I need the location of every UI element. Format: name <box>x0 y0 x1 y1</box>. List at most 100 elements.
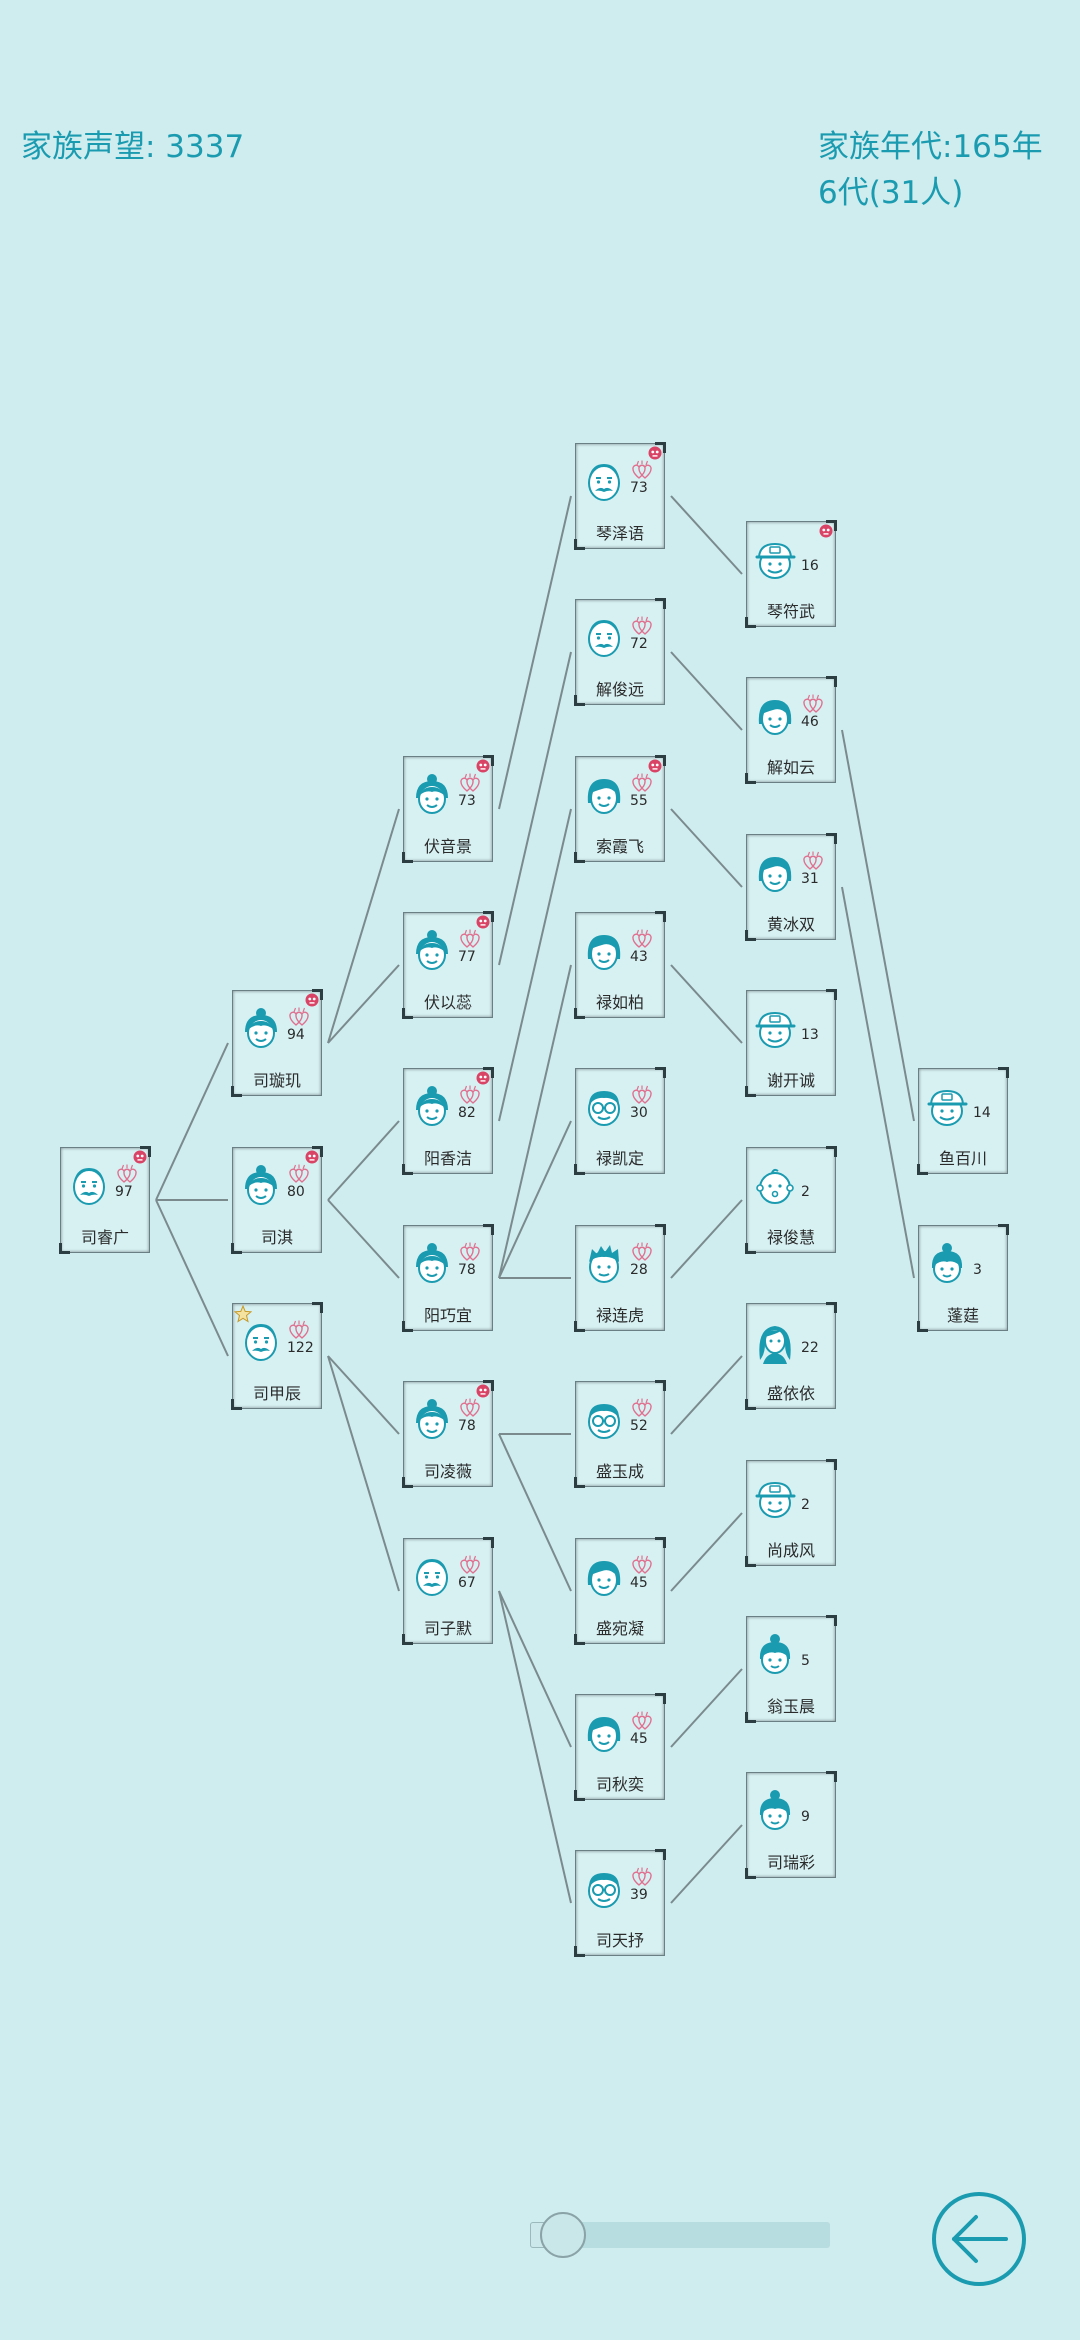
member-age: 122 <box>287 1340 314 1356</box>
married-hearts-icon <box>632 1867 652 1886</box>
member-name: 禄俊慧 <box>766 1228 815 1247</box>
skull-icon <box>476 915 490 929</box>
married-hearts-icon <box>632 1398 652 1417</box>
skull-icon <box>476 1384 490 1398</box>
family-member-card[interactable]: 2 禄俊慧 <box>745 1146 837 1254</box>
member-name: 司睿广 <box>80 1228 129 1247</box>
member-name: 司秋奕 <box>595 1775 644 1794</box>
tree-link <box>670 808 743 888</box>
member-age: 77 <box>458 949 476 965</box>
member-name: 解如云 <box>766 758 815 777</box>
woman-short-hair-icon <box>587 935 621 970</box>
tree-link <box>670 1355 743 1435</box>
member-name: 盛依依 <box>766 1384 815 1403</box>
woman-bun-icon <box>245 1008 277 1048</box>
member-age: 2 <box>801 1184 810 1200</box>
married-hearts-icon <box>632 1711 652 1730</box>
skull-icon <box>305 993 319 1007</box>
family-member-card[interactable]: 78 司凌薇 <box>402 1380 494 1488</box>
member-name: 盛玉成 <box>595 1462 644 1481</box>
tree-link <box>155 1042 229 1201</box>
girl-bun-icon <box>759 1634 791 1674</box>
arrow-left-icon <box>932 2192 1026 2286</box>
married-hearts-icon <box>632 773 652 792</box>
family-member-card[interactable]: 97 司睿广 <box>59 1146 151 1254</box>
tree-link <box>670 651 743 731</box>
member-age: 55 <box>630 793 648 809</box>
married-hearts-icon <box>460 1085 480 1104</box>
woman-bun-icon <box>416 1086 448 1126</box>
member-name: 尚成风 <box>766 1541 815 1560</box>
skull-icon <box>648 446 662 460</box>
tree-link <box>670 1824 743 1904</box>
member-age: 39 <box>630 1887 648 1903</box>
man-glasses-icon <box>588 1873 620 1908</box>
member-age: 9 <box>801 1809 810 1825</box>
member-age: 5 <box>801 1653 810 1669</box>
woman-short-hair-icon <box>758 700 792 735</box>
member-age: 73 <box>630 480 648 496</box>
tree-link <box>670 1668 743 1748</box>
married-hearts-icon <box>632 616 652 635</box>
zoom-slider[interactable] <box>530 2212 830 2258</box>
boy-cap-icon <box>755 1481 796 1518</box>
star-icon <box>234 1305 252 1323</box>
married-hearts-icon <box>632 1085 652 1104</box>
woman-short-hair-icon <box>587 1561 621 1596</box>
member-name: 司璇玑 <box>252 1071 301 1090</box>
married-hearts-icon <box>632 1555 652 1574</box>
member-age: 97 <box>115 1184 133 1200</box>
woman-bun-icon <box>416 1243 448 1283</box>
tree-link <box>841 886 915 1279</box>
married-hearts-icon <box>632 1242 652 1261</box>
family-years-label: 家族年代:165年 <box>818 129 1043 165</box>
woman-bun-icon <box>416 774 448 814</box>
member-name: 司天抒 <box>595 1931 644 1950</box>
family-member-card[interactable]: 39 司天抒 <box>574 1849 666 1957</box>
member-age: 31 <box>801 871 819 887</box>
back-button[interactable] <box>930 2190 1028 2288</box>
zoom-slider-thumb[interactable] <box>540 2212 586 2258</box>
member-age: 72 <box>630 636 648 652</box>
old-man-mustache-icon <box>73 1167 105 1205</box>
member-name: 司凌薇 <box>423 1462 472 1481</box>
girl-bun-icon <box>931 1243 963 1283</box>
member-age: 80 <box>287 1184 305 1200</box>
woman-bun-icon <box>416 930 448 970</box>
member-age: 78 <box>458 1418 476 1434</box>
man-glasses-icon <box>588 1091 620 1126</box>
member-name: 阳香洁 <box>423 1149 472 1168</box>
member-name: 琴符武 <box>766 602 815 621</box>
family-member-card[interactable]: 2 尚成风 <box>745 1459 837 1567</box>
member-name: 禄连虎 <box>595 1306 644 1325</box>
member-age: 14 <box>973 1105 991 1121</box>
member-age: 2 <box>801 1497 810 1513</box>
girl-bun-icon <box>759 1790 791 1830</box>
